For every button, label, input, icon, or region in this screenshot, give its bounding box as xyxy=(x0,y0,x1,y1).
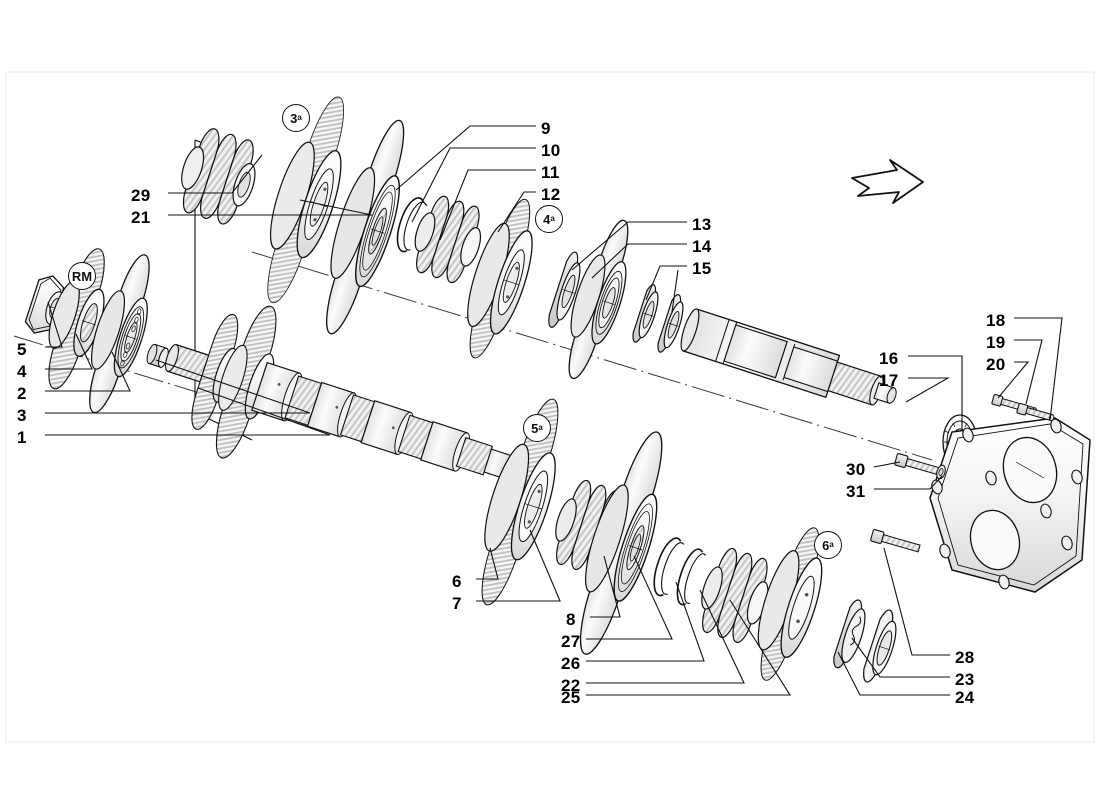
callout-14: 14 xyxy=(692,237,712,256)
callout-20: 20 xyxy=(986,355,1006,374)
badge-6a-text: 6 xyxy=(822,537,830,553)
badge-5a-text: 5 xyxy=(531,420,539,436)
callout-24: 24 xyxy=(955,688,975,707)
callout-5: 5 xyxy=(17,340,27,359)
part-12-fourth-gear xyxy=(467,198,533,359)
callout-10: 10 xyxy=(541,141,561,160)
callout-23: 23 xyxy=(955,670,975,689)
part-30-bolt xyxy=(894,453,946,480)
callout-22: 22 xyxy=(561,676,581,695)
part-16-17-output-shaft xyxy=(680,308,897,406)
callout-27: 27 xyxy=(561,632,581,651)
callout-16: 16 xyxy=(879,349,899,368)
part-6-7-fifth-gear xyxy=(481,398,559,606)
callout-6: 6 xyxy=(452,572,462,591)
part-11-needle-bearing xyxy=(414,195,482,284)
part-30b-bolt xyxy=(870,529,921,553)
callout-30: 30 xyxy=(846,460,866,479)
part-10-spring-ring xyxy=(396,197,428,253)
part-15-thrust-washers xyxy=(632,284,684,353)
part-22-ring xyxy=(676,548,707,606)
leader-lines xyxy=(45,125,1063,696)
callout-11: 11 xyxy=(541,163,560,182)
part-25-needle-bearing xyxy=(701,547,769,643)
callout-3: 3 xyxy=(17,406,27,425)
callout-28: 28 xyxy=(955,648,975,667)
part-23-24-split-rings xyxy=(833,599,897,683)
page-frame xyxy=(5,71,1095,743)
badge-4a-text: 4 xyxy=(543,211,551,227)
part-20-bolt xyxy=(1016,402,1055,422)
callout-4: 4 xyxy=(17,362,27,381)
callout-12: 12 xyxy=(541,185,561,204)
part-14-ball-bearing xyxy=(568,219,629,380)
callout-25: 25 xyxy=(561,688,581,707)
callout-29: 29 xyxy=(131,186,151,205)
part-27-synchroniser xyxy=(579,431,663,655)
callout-8: 8 xyxy=(566,610,576,629)
badge-rm: RM xyxy=(68,262,96,290)
callout-26: 26 xyxy=(561,654,581,673)
badge-3a-text: 3 xyxy=(290,110,298,126)
callout-17: 17 xyxy=(879,371,899,390)
part-9-synchroniser-sleeve xyxy=(326,119,405,335)
callout-9: 9 xyxy=(541,119,551,138)
callout-7: 7 xyxy=(452,594,462,613)
callout-18: 18 xyxy=(986,311,1006,330)
badge-rm-text: RM xyxy=(71,268,93,284)
direction-arrow xyxy=(851,159,924,204)
callout-1: 1 xyxy=(17,428,27,447)
part-18-flange-plate xyxy=(929,417,1091,593)
callout-13: 13 xyxy=(692,215,712,234)
callout-2: 2 xyxy=(17,384,27,403)
callout-31: 31 xyxy=(846,482,866,501)
part-6a-sixth-gear xyxy=(757,527,823,681)
part-13-spacer-ring xyxy=(548,251,581,328)
callout-15: 15 xyxy=(692,259,712,278)
part-2-ball-bearing xyxy=(89,254,150,414)
callout-21: 21 xyxy=(131,208,151,227)
callout-19: 19 xyxy=(986,333,1006,352)
part-26-spring-ring xyxy=(653,537,685,597)
centreline-upper xyxy=(251,251,933,461)
part-29-needle-bearing xyxy=(181,128,256,225)
